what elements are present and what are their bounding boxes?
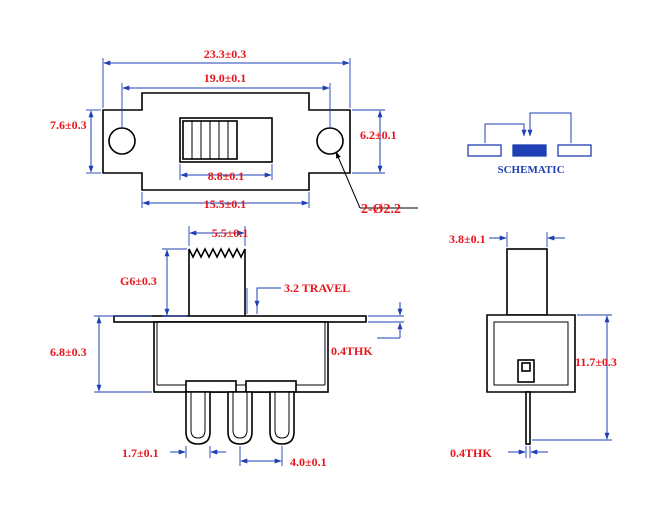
left-mount-hole (108, 127, 136, 155)
actuator-side (506, 248, 548, 316)
plate-thickness-label: 0.4THK (331, 344, 373, 358)
travel-dim-line (254, 287, 281, 308)
slot-width-label: 8.8±0.1 (208, 169, 245, 183)
body-length-label: 15.5±0.1 (204, 197, 247, 211)
body-front (153, 321, 329, 393)
travel-label: 3.2 TRAVEL (284, 281, 350, 295)
actuator-front (188, 247, 246, 318)
terminal-pitch-label: 4.0±0.1 (290, 455, 327, 469)
actuator-height-label: G6±0.3 (120, 274, 157, 288)
side-actuator-width-label: 3.8±0.1 (449, 232, 486, 246)
terminal-left (185, 391, 211, 445)
side-pin (525, 391, 531, 445)
schematic-terminal-right (557, 144, 592, 157)
overall-length-label: 23.3±0.3 (204, 47, 247, 61)
schematic: SCHEMATIC (467, 112, 592, 176)
hole-diameter-leader (335, 151, 361, 209)
actuator-width-label: 5.5±0.1 (212, 226, 249, 240)
schematic-terminal-center (512, 144, 547, 157)
top-view: 23.3±0.3 19.0±0.1 7.6±0.3 6.2±0.1 8.8±0.… (50, 47, 418, 217)
right-mount-hole (316, 127, 344, 155)
side-height-label: 11.7±0.3 (575, 355, 617, 369)
side-pin-thickness-label: 0.4THK (450, 446, 492, 460)
flange-height-label: 7.6±0.3 (50, 118, 87, 132)
mounting-plate-front (113, 315, 367, 323)
hole-spacing-label: 19.0±0.1 (204, 71, 247, 85)
frame-side (486, 314, 576, 393)
terminal-width-label: 1.7±0.1 (122, 446, 159, 460)
terminal-right (269, 391, 295, 445)
actuator-knob (182, 120, 238, 160)
schematic-label: SCHEMATIC (497, 164, 564, 176)
top-view-outline (102, 92, 351, 191)
terminal-center (227, 391, 253, 445)
schematic-terminal-left (467, 144, 502, 157)
hole-height-label: 6.2±0.1 (360, 128, 397, 142)
side-view: 3.8±0.1 11.7±0.3 0.4THK (449, 232, 617, 460)
actuator-slot (179, 117, 273, 163)
front-view: 5.5±0.1 G6±0.3 3.2 TRAVEL 6.8±0.3 0.4THK… (50, 226, 404, 469)
hole-diameter-label: 2-Ø2.2 (361, 202, 401, 217)
body-height-label: 6.8±0.3 (50, 345, 87, 359)
